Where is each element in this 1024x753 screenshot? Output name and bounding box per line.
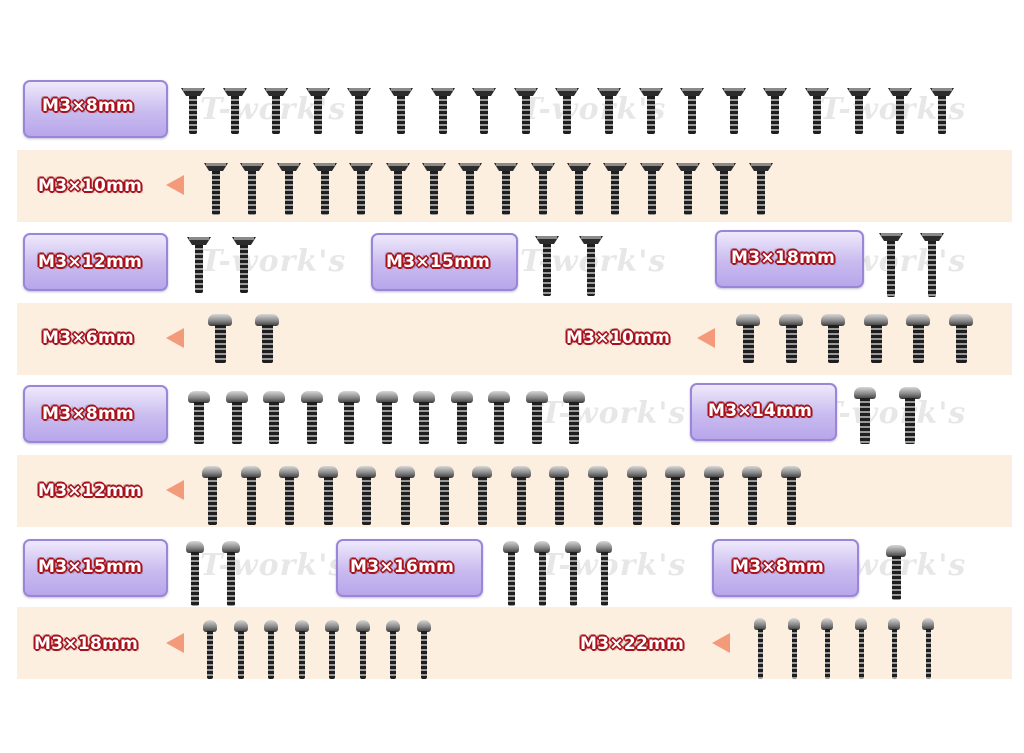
size-label-box — [23, 539, 168, 597]
arrow-left-icon — [166, 175, 184, 195]
size-label: M3×15mm — [386, 252, 491, 272]
arrow-left-icon — [166, 480, 184, 500]
watermark: T-work's — [540, 396, 687, 431]
size-label: M3×6mm — [42, 328, 135, 348]
size-label-box — [23, 233, 168, 291]
watermark: T-work's — [520, 92, 667, 127]
arrow-left-icon — [166, 633, 184, 653]
size-label: M3×18mm — [34, 634, 139, 654]
size-label: M3×14mm — [708, 401, 813, 421]
size-label: M3×10mm — [566, 328, 671, 348]
size-label-box — [336, 539, 483, 597]
size-label: M3×8mm — [42, 96, 135, 116]
arrow-left-icon — [166, 328, 184, 348]
size-label: M3×8mm — [732, 557, 825, 577]
arrow-left-icon — [712, 633, 730, 653]
size-label-box — [712, 539, 859, 597]
size-label-box — [371, 233, 518, 291]
size-label: M3×12mm — [38, 252, 143, 272]
size-label: M3×16mm — [350, 557, 455, 577]
size-label: M3×10mm — [38, 176, 143, 196]
size-label-box — [715, 230, 864, 288]
size-label: M3×15mm — [38, 557, 143, 577]
size-label: M3×18mm — [731, 248, 836, 268]
size-label: M3×8mm — [42, 404, 135, 424]
watermark: T-work's — [200, 244, 347, 279]
size-label-box — [23, 80, 168, 138]
watermark: T-work's — [200, 548, 347, 583]
watermark: T-work's — [820, 396, 967, 431]
size-label-box — [23, 385, 168, 443]
size-label-box — [690, 383, 837, 441]
watermark: T-work's — [540, 548, 687, 583]
size-label: M3×12mm — [38, 481, 143, 501]
size-label: M3×22mm — [580, 634, 685, 654]
arrow-left-icon — [697, 328, 715, 348]
